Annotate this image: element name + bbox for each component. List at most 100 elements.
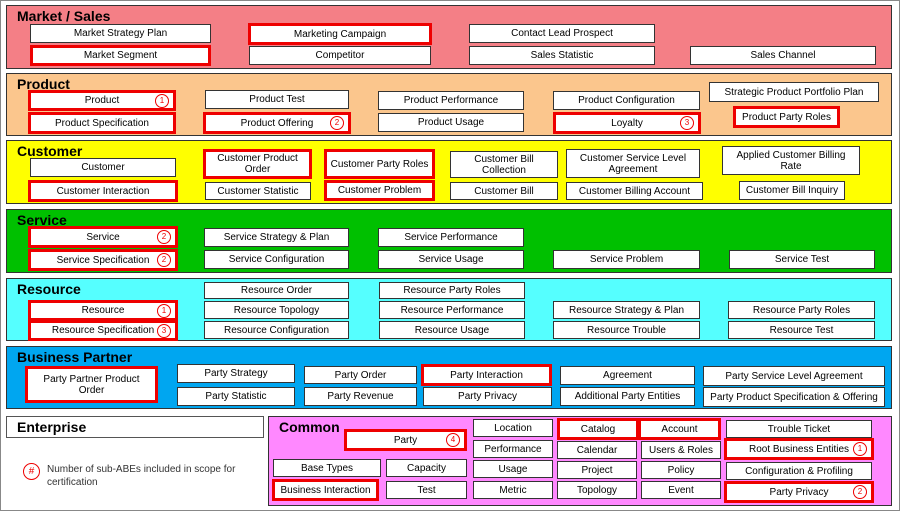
customer-party-roles-box: Customer Party Roles [324, 149, 435, 179]
sales-statistic-box: Sales Statistic [469, 46, 655, 65]
resource-performance-box: Resource Performance [379, 301, 525, 319]
service-specification-count-badge: 2 [157, 253, 171, 267]
party-partner-product-order-box: Party Partner Product Order [25, 366, 158, 403]
project-box: Project [557, 461, 637, 479]
contact-lead-prospect-box: Contact Lead Prospect [469, 24, 655, 43]
policy-box: Policy [641, 461, 721, 479]
additional-party-entities-box: Additional Party Entities [560, 387, 695, 406]
customer-product-order-box: Customer Product Order [203, 149, 312, 179]
legend-number-symbol: # [23, 463, 40, 480]
resource-test-box: Resource Test [728, 321, 875, 339]
sales-channel-box: Sales Channel [690, 46, 876, 65]
resource-configuration-box: Resource Configuration [204, 321, 349, 339]
event-box: Event [641, 481, 721, 499]
service-count-badge: 2 [157, 230, 171, 244]
customer-interaction-box: Customer Interaction [28, 180, 178, 202]
party-box: Party 4 [344, 429, 467, 451]
service-problem-box: Service Problem [553, 250, 700, 269]
location-box: Location [473, 419, 553, 437]
configuration-profiling-box: Configuration & Profiling [726, 462, 872, 480]
resource-box: Resource 1 [28, 300, 178, 321]
service-configuration-box: Service Configuration [204, 250, 349, 269]
resource-specification-box: Resource Specification 3 [28, 320, 178, 341]
legend-text: Number of sub-ABEs included in scope for… [47, 464, 236, 488]
service-usage-box: Service Usage [378, 250, 524, 269]
product-specification-box: Product Specification [28, 112, 176, 134]
strategic-product-portfolio-plan-box: Strategic Product Portfolio Plan [709, 82, 879, 102]
product-offering-box: Product Offering 2 [203, 112, 351, 134]
service-specification-box: Service Specification 2 [28, 249, 178, 271]
test-box: Test [386, 481, 467, 499]
loyalty-label: Loyalty [611, 117, 643, 129]
product-offering-count-badge: 2 [330, 116, 344, 130]
customer-bill-collection-box: Customer Bill Collection [450, 151, 558, 178]
party-count-badge: 4 [446, 433, 460, 447]
customer-problem-box: Customer Problem [324, 180, 435, 201]
trouble-ticket-box: Trouble Ticket [726, 420, 872, 438]
common-title: Common [279, 419, 340, 435]
product-performance-box: Product Performance [378, 91, 524, 110]
product-label: Product [84, 95, 120, 106]
service-specification-label: Service Specification [56, 254, 150, 266]
party-interaction-box: Party Interaction [421, 364, 552, 386]
calendar-box: Calendar [557, 441, 637, 459]
service-test-box: Service Test [729, 250, 875, 269]
service-label: Service [86, 231, 120, 243]
root-business-entities-count-badge: 1 [853, 442, 867, 456]
metric-box: Metric [473, 481, 553, 499]
party-order-box: Party Order [304, 366, 417, 384]
enterprise-title: Enterprise [17, 419, 87, 435]
users-roles-box: Users & Roles [641, 441, 721, 459]
market-sales-title: Market / Sales [17, 8, 111, 24]
customer-bill-box: Customer Bill [450, 182, 558, 200]
resource-specification-label: Resource Specification [51, 325, 155, 336]
resource-party-roles-top-box: Resource Party Roles [379, 282, 525, 299]
product-title: Product [17, 76, 70, 92]
customer-service-level-agreement-box: Customer Service Level Agreement [566, 149, 700, 178]
customer-billing-account-box: Customer Billing Account [566, 182, 703, 200]
marketing-campaign-box: Marketing Campaign [248, 23, 432, 45]
root-business-entities-box: Root Business Entities 1 [724, 438, 874, 460]
catalog-box: Catalog [557, 418, 639, 440]
product-party-roles-box: Product Party Roles [733, 106, 840, 128]
product-box: Product 1 [28, 90, 176, 111]
customer-statistic-box: Customer Statistic [205, 182, 311, 200]
root-business-entities-label: Root Business Entities [748, 443, 850, 455]
party-privacy-common-count-badge: 2 [853, 485, 867, 499]
service-strategy-plan-box: Service Strategy & Plan [204, 228, 349, 247]
resource-order-box: Resource Order [204, 282, 349, 299]
product-configuration-box: Product Configuration [553, 91, 700, 110]
loyalty-box: Loyalty 3 [553, 112, 701, 134]
competitor-box: Competitor [249, 46, 431, 65]
agreement-box: Agreement [560, 366, 695, 385]
resource-label: Resource [81, 305, 125, 316]
service-box: Service 2 [28, 226, 178, 248]
applied-customer-billing-rate-box: Applied Customer Billing Rate [722, 146, 860, 175]
account-box: Account [638, 418, 721, 440]
loyalty-count-badge: 3 [680, 116, 694, 130]
service-title: Service [17, 212, 67, 228]
base-types-box: Base Types [273, 459, 381, 477]
resource-topology-box: Resource Topology [204, 301, 349, 319]
service-performance-box: Service Performance [378, 228, 524, 247]
resource-count-badge: 1 [157, 303, 171, 318]
party-revenue-box: Party Revenue [304, 387, 417, 406]
topology-box: Topology [557, 481, 637, 499]
enterprise-domain: Enterprise [6, 416, 264, 438]
market-strategy-plan-box: Market Strategy Plan [30, 24, 211, 43]
party-privacy-common-box: Party Privacy 2 [724, 481, 874, 503]
resource-strategy-plan-box: Resource Strategy & Plan [553, 301, 700, 319]
resource-usage-box: Resource Usage [379, 321, 525, 339]
product-offering-label: Product Offering [240, 117, 314, 129]
product-usage-box: Product Usage [378, 113, 524, 132]
party-privacy-box: Party Privacy [423, 387, 552, 406]
usage-box: Usage [473, 460, 553, 478]
resource-title: Resource [17, 281, 81, 297]
product-test-box: Product Test [205, 90, 349, 109]
customer-box: Customer [30, 158, 176, 177]
resource-specification-count-badge: 3 [157, 323, 171, 338]
customer-title: Customer [17, 143, 83, 159]
business-partner-title: Business Partner [17, 349, 133, 365]
resource-trouble-box: Resource Trouble [553, 321, 700, 339]
party-statistic-box: Party Statistic [177, 387, 295, 406]
